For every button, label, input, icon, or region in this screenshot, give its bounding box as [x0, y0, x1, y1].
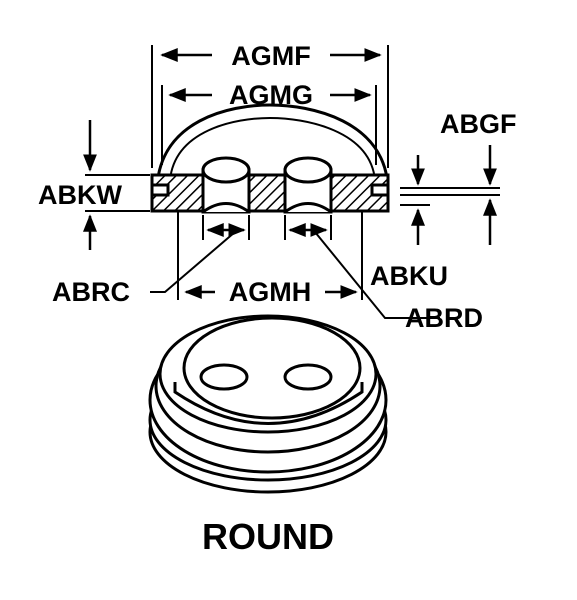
flange-section — [150, 173, 390, 213]
label-agmg: AGMG — [229, 80, 313, 110]
label-abrd: ABRD — [405, 303, 483, 333]
label-abkw: ABKW — [38, 180, 122, 210]
label-abgf: ABGF — [440, 109, 517, 139]
label-abrc: ABRC — [52, 277, 130, 307]
grommet-perspective-view — [148, 314, 388, 494]
label-agmf: AGMF — [231, 41, 310, 71]
hole-right-top — [283, 363, 333, 391]
label-abku: ABKU — [370, 261, 448, 291]
dome-inner — [169, 116, 376, 181]
hole-left-top — [199, 363, 249, 391]
caption-round: ROUND — [202, 516, 334, 557]
dimension-lines — [83, 45, 500, 319]
label-agmh: AGMH — [229, 277, 312, 307]
cross-section-view — [150, 103, 390, 214]
